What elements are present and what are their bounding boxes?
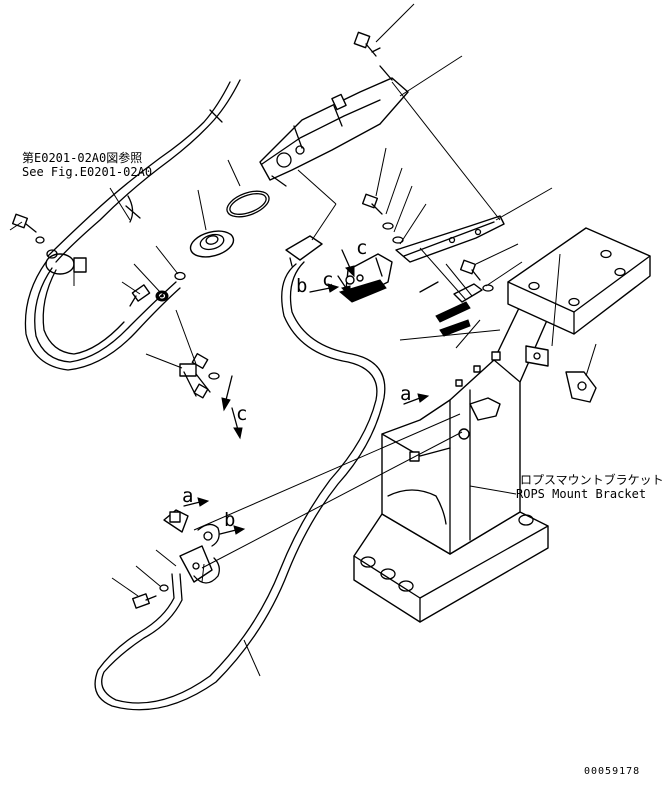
bottom-mount-bracket xyxy=(163,509,220,584)
o-ring xyxy=(226,190,270,218)
rops-label-en: ROPS Mount Bracket xyxy=(516,487,646,501)
fitting-left xyxy=(129,284,151,307)
bolt-top xyxy=(353,31,393,81)
switch-bracket xyxy=(395,215,505,263)
callout-b-lower: b xyxy=(224,509,235,531)
connector-right xyxy=(419,281,483,337)
left-harness xyxy=(24,79,241,371)
clamp-mid-left xyxy=(179,352,220,399)
rops-label: ロプスマウントブラケット ROPS Mount Bracket xyxy=(516,472,664,501)
ref-note-jp: 第E0201-02A0図参照 xyxy=(22,150,142,165)
callout-c-upper2: c xyxy=(322,269,333,291)
callout-letters: a a b b c c c xyxy=(182,237,411,531)
grommet xyxy=(189,230,235,258)
reference-note: 第E0201-02A0図参照 See Fig.E0201-02A0 xyxy=(22,150,152,179)
callout-b-upper: b xyxy=(296,275,307,297)
callout-a-upper: a xyxy=(400,383,411,405)
callout-c-upper1: c xyxy=(356,237,367,259)
long-harness xyxy=(94,261,386,711)
harness-plug xyxy=(285,235,323,267)
drawing-number: 00059178 xyxy=(584,766,640,777)
upper-cover-panel xyxy=(259,77,409,187)
switch-assembly xyxy=(338,253,393,303)
nut-washer-left xyxy=(155,271,186,302)
rops-mount-bracket xyxy=(353,227,651,623)
callout-c-lower: c xyxy=(236,403,247,425)
ref-note-en: See Fig.E0201-02A0 xyxy=(22,165,152,179)
bolts-stack xyxy=(361,193,494,292)
direction-arrows xyxy=(183,249,430,535)
bolt-bottom xyxy=(132,584,169,609)
harness-clamp-left xyxy=(11,213,87,275)
callout-a-lower: a xyxy=(182,485,193,507)
rops-label-jp: ロプスマウントブラケット xyxy=(520,472,664,487)
leader-lines xyxy=(9,3,597,677)
